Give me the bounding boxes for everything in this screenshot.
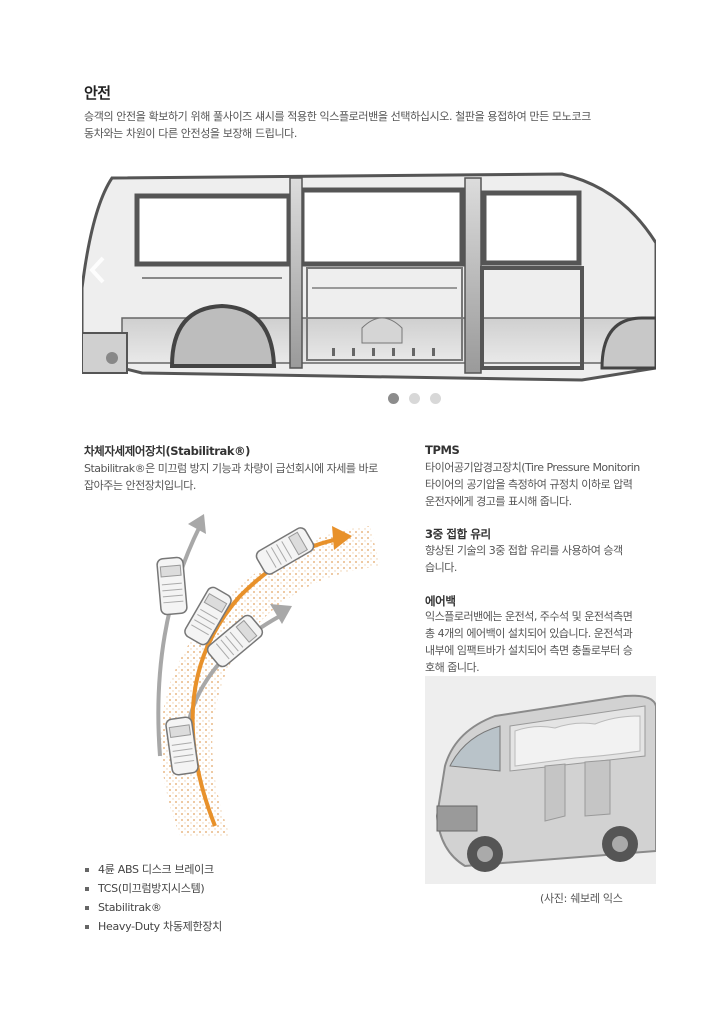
airbag-van-photo [425, 676, 656, 884]
tpms-line: 타이어공기압경고장치(Tire Pressure Monitorin [425, 461, 640, 474]
airbag-line: 익스플로러밴에는 운전석, 주수석 및 운전석측면 [425, 610, 633, 623]
carousel-dot-2[interactable] [409, 393, 420, 404]
intro-text: 승객의 안전을 확보하기 위해 풀사이즈 섀시를 적용한 익스플로러밴을 선택하… [84, 108, 656, 142]
stabilitrak-diagram [120, 506, 390, 856]
van-body-frame-illustration [82, 172, 656, 382]
stabilitrak-description: Stabilitrak®은 미끄럼 방지 기능과 차량이 급선회시에 자세를 바… [84, 460, 414, 494]
list-item: 4륜 ABS 디스크 브레이크 [84, 860, 222, 879]
stabilitrak-line: 잡아주는 안전장치입니다. [84, 479, 196, 492]
glass-line: 향상된 기술의 3중 접합 유리를 사용하여 승객 [425, 544, 623, 557]
intro-line: 동차와는 차원이 다른 안전성을 보장해 드립니다. [84, 127, 297, 140]
glass-line: 습니다. [425, 561, 457, 574]
safety-feature-list: 4륜 ABS 디스크 브레이크 TCS(미끄럼방지시스템) Stabilitra… [84, 860, 222, 936]
stabilitrak-line: Stabilitrak®은 미끄럼 방지 기능과 차량이 급선회시에 자세를 바… [84, 462, 378, 475]
tpms-line: 운전자에게 경고를 표시해 줍니다. [425, 495, 572, 508]
list-item: Stabilitrak® [84, 898, 222, 917]
carousel-slide-image [82, 168, 656, 386]
carousel-prev-button[interactable] [86, 255, 110, 285]
tpms-heading: TPMS [425, 443, 460, 457]
airbag-description: 익스플로러밴에는 운전석, 주수석 및 운전석측면 총 4개의 에어백이 설치되… [425, 608, 656, 676]
carousel-dot-3[interactable] [430, 393, 441, 404]
airbag-heading: 에어백 [425, 594, 456, 608]
stabilitrak-heading: 차체자세제어장치(Stabilitrak®) [84, 444, 251, 458]
airbag-line: 총 4개의 에어백이 설치되어 있습니다. 운전석과 [425, 627, 633, 640]
carousel-dot-1[interactable] [388, 393, 399, 404]
intro-line: 승객의 안전을 확보하기 위해 풀사이즈 섀시를 적용한 익스플로러밴을 선택하… [84, 110, 591, 123]
page-title: 안전 [84, 84, 111, 102]
airbag-line: 호해 줍니다. [425, 661, 480, 674]
list-item: Heavy-Duty 차동제한장치 [84, 917, 222, 936]
list-item: TCS(미끄럼방지시스템) [84, 879, 222, 898]
chevron-left-icon [89, 256, 105, 284]
airbag-line: 내부에 임팩트바가 설치되어 측면 충돌로부터 승 [425, 644, 633, 657]
glass-description: 향상된 기술의 3중 접합 유리를 사용하여 승객 습니다. [425, 542, 656, 576]
photo-caption: (사진: 쉐보레 익스 [540, 892, 623, 905]
tpms-description: 타이어공기압경고장치(Tire Pressure Monitorin 타이어의 … [425, 459, 656, 510]
glass-heading: 3중 접합 유리 [425, 527, 491, 541]
carousel-pagination [388, 393, 448, 405]
tpms-line: 타이어의 공기압을 측정하여 규정치 이하로 압력 [425, 478, 633, 491]
